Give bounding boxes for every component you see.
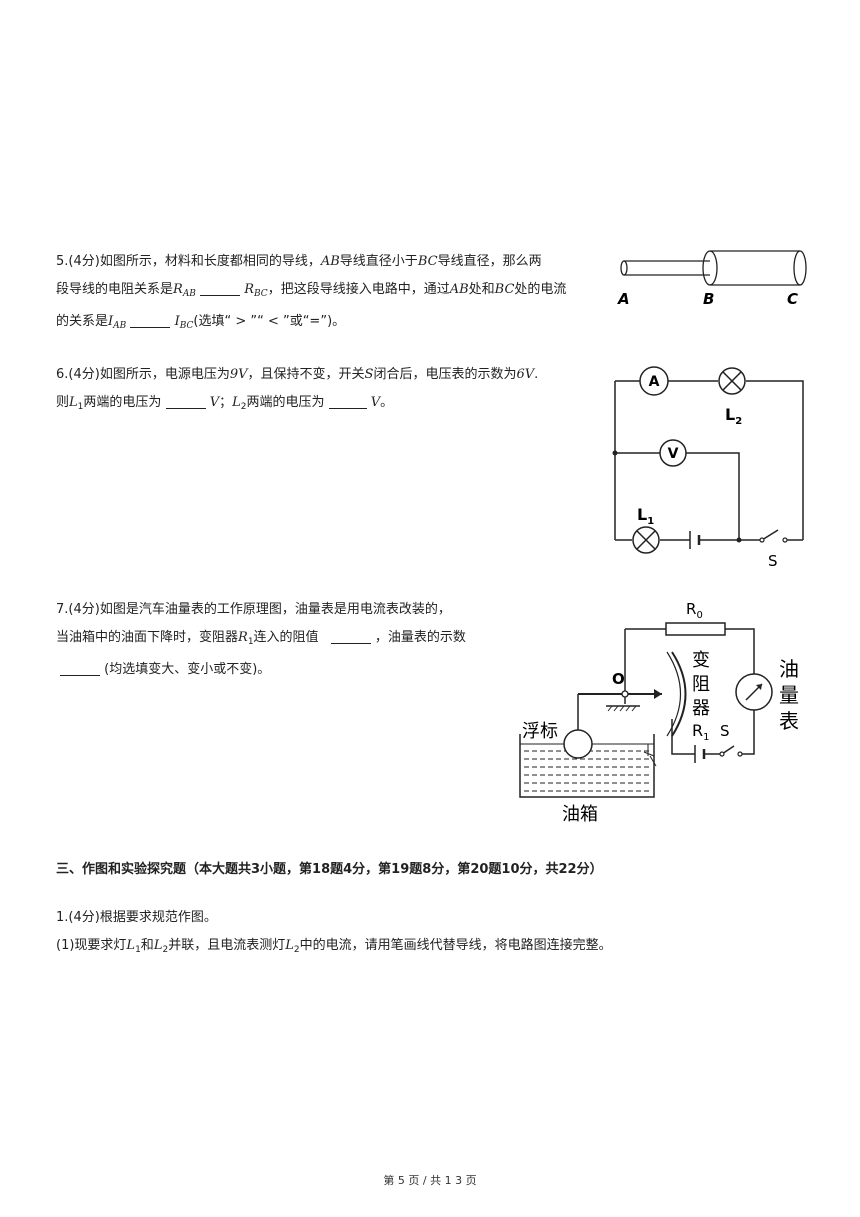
- float-label: 浮标: [522, 721, 558, 742]
- switch-icon: [719, 751, 725, 757]
- rheostat-label-3: 器: [692, 698, 710, 719]
- voltmeter-label: V: [668, 446, 679, 462]
- label-a: A: [617, 290, 630, 308]
- ammeter-icon: [639, 366, 669, 396]
- q7-line-2: 当油箱中的油面下降时，变阻器R1连入的阻值 ，油量表的示数: [56, 629, 466, 647]
- q7-line-1: 7.(4分)如图是汽车油量表的工作原理图，油量表是用电流表改装的，: [56, 602, 451, 617]
- q6-line-2: 则L1两端的电压为 V；L2两端的电压为 V。: [56, 394, 394, 412]
- r0-label: R0: [686, 600, 703, 621]
- l1-label: L1: [637, 505, 654, 527]
- l2-label: L2: [725, 405, 742, 427]
- answer-blank-i[interactable]: [130, 313, 171, 328]
- label-b: B: [703, 290, 714, 308]
- battery-icon: [694, 745, 706, 763]
- fuel-meter-icon: [735, 673, 773, 711]
- float-icon: [563, 729, 593, 759]
- q7-fuel-gauge-figure: R0 O 变 阻 器 R1 S 油 量 表 浮标: [519, 600, 799, 825]
- tank-label: 油箱: [562, 804, 598, 825]
- resistor-r0-icon: [665, 622, 726, 636]
- question-5: 5.(4分)如图所示，材料和长度都相同的导线，AB导线直径小于BC导线直径，那么…: [56, 248, 616, 340]
- r1-label: R1: [692, 721, 710, 743]
- lamp-l1-icon: [632, 526, 660, 554]
- answer-blank-r[interactable]: [200, 281, 241, 296]
- answer-blank-l1[interactable]: [165, 394, 206, 409]
- rheostat-label-1: 变: [692, 650, 710, 671]
- switch-icon: [759, 537, 765, 543]
- rheostat-label-2: 阻: [692, 674, 710, 695]
- question-7: 7.(4分)如图是汽车油量表的工作原理图，油量表是用电流表改装的， 当油箱中的油…: [56, 596, 526, 684]
- q5-line-2: 段导线的电阻关系是RAB RBC，把这段导线接入电路中，通过AB处和BC处的电流: [56, 281, 567, 299]
- section-3-heading: 三、作图和实验探究题（本大题共3小题，第18题4分，第19题8分，第20题10分…: [56, 862, 603, 877]
- q1-line-2: (1)现要求灯L1和L2并联，且电流表测灯L2中的电流，请用笔画线代替导线，将电…: [56, 938, 612, 955]
- meter-label-3: 表: [779, 709, 799, 733]
- q5-wire-figure: A B C: [617, 250, 807, 308]
- label-c: C: [787, 290, 798, 308]
- q6-line-1: 6.(4分)如图所示，电源电压为9V，且保持不变，开关S闭合后，电压表的示数为6…: [56, 367, 539, 382]
- voltmeter-icon: [659, 439, 687, 467]
- lamp-l2-icon: [718, 367, 746, 395]
- q5-line-3: 的关系是IAB IBC(选填“ > ”“ < ”或“=”)。: [56, 313, 346, 331]
- page-footer: 第 5 页 / 共 1 3 页: [383, 1174, 477, 1187]
- switch-s-label: S: [720, 722, 730, 740]
- q7-line-3: (均选填变大、变小或不变)。: [56, 656, 526, 684]
- q6-circuit-figure: A L2 V L1 S: [612, 366, 804, 570]
- switch-label: S: [768, 552, 778, 570]
- q5-line-1: 5.(4分)如图所示，材料和长度都相同的导线，AB导线直径小于BC导线直径，那么…: [56, 254, 542, 269]
- pivot-o-label: O: [612, 670, 625, 688]
- answer-blank-resistance[interactable]: [330, 629, 371, 644]
- pivot-support-icon: [607, 705, 637, 712]
- q1-line-1: 1.(4分)根据要求规范作图。: [56, 910, 217, 925]
- ammeter-label: A: [649, 374, 660, 390]
- fuel-tank-icon: [519, 734, 655, 798]
- battery-icon: [689, 531, 701, 549]
- question-1: 1.(4分)根据要求规范作图。 (1)现要求灯L1和L2并联，且电流表测灯L2中…: [56, 904, 816, 964]
- question-6: 6.(4分)如图所示，电源电压为9V，且保持不变，开关S闭合后，电压表的示数为6…: [56, 361, 616, 421]
- answer-blank-meter[interactable]: [60, 661, 100, 676]
- answer-blank-l2[interactable]: [328, 394, 367, 409]
- meter-label-1: 油: [779, 657, 799, 681]
- meter-label-2: 量: [779, 683, 799, 707]
